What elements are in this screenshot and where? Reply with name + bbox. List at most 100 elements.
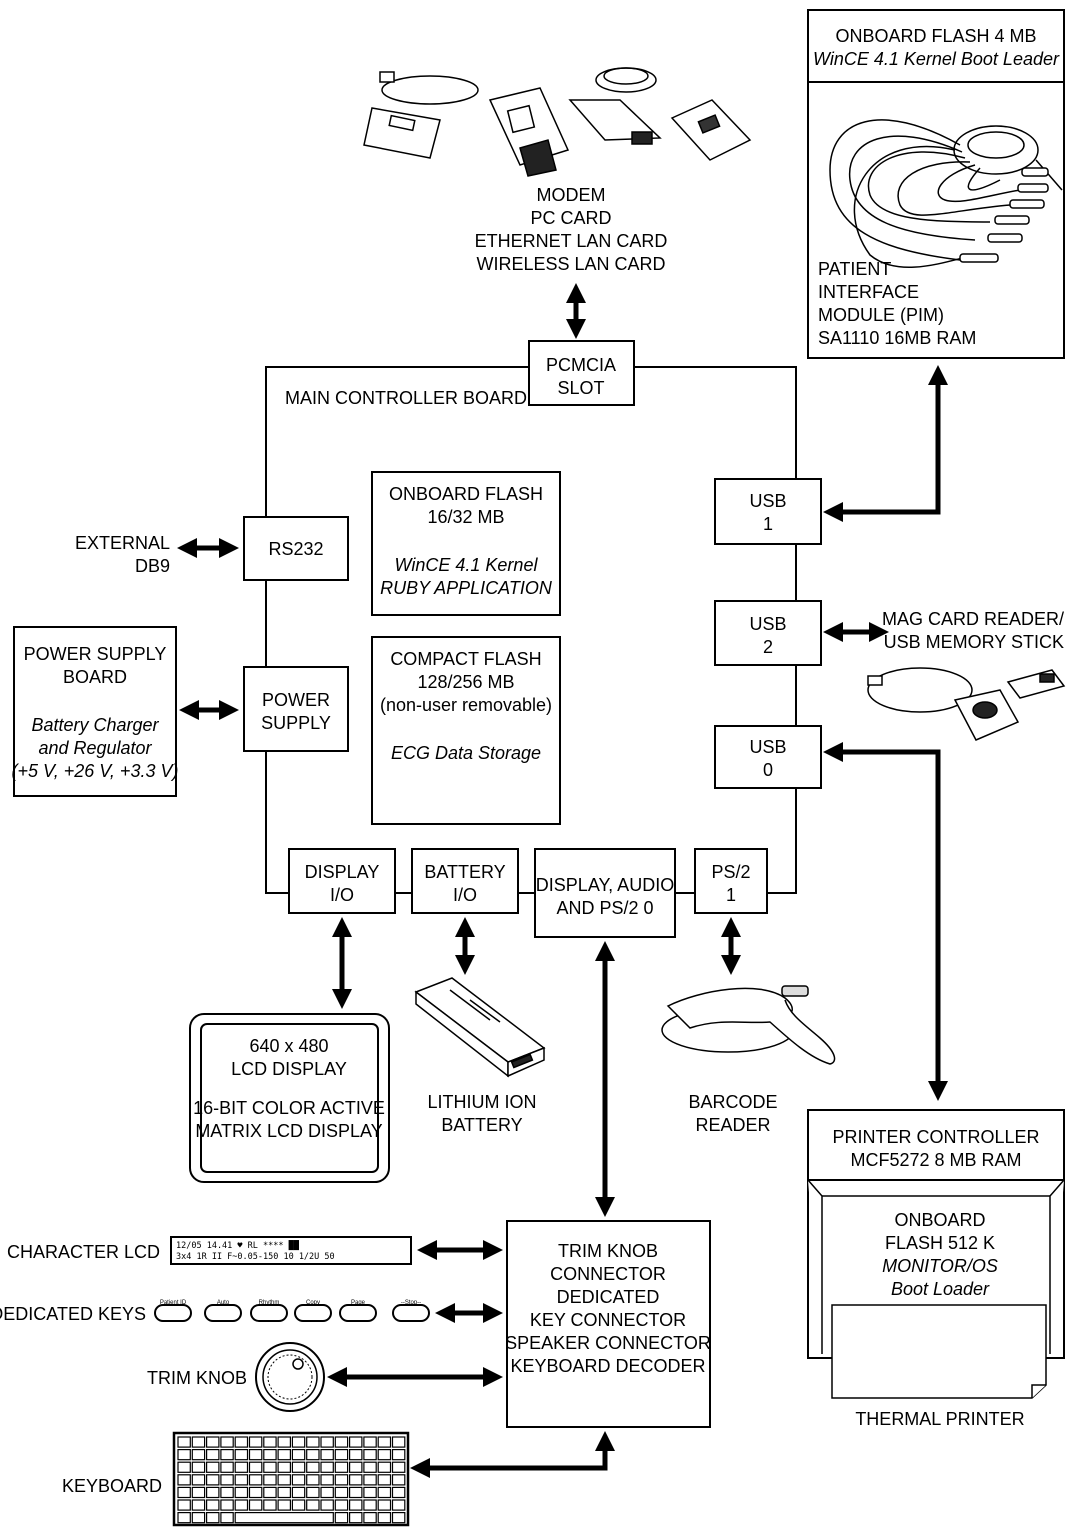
keyboard-key	[391, 1461, 406, 1473]
ps2-1-box	[694, 848, 768, 914]
keyboard-key	[377, 1436, 392, 1448]
display-audio-box	[534, 848, 676, 938]
keyboard-key	[220, 1474, 234, 1486]
character-lcd-label: CHARACTER LCD	[7, 1242, 160, 1262]
keyboard-key	[177, 1474, 191, 1486]
arrow-usb1-pim	[823, 365, 948, 522]
keyboard-key	[263, 1499, 277, 1511]
usb1-line2: 1	[763, 514, 773, 534]
printer-flash-line2: FLASH 512 K	[885, 1233, 995, 1253]
pcmcia-slot-line2: SLOT	[557, 378, 604, 398]
keyboard-key	[263, 1461, 277, 1473]
keyboard-key	[248, 1486, 263, 1499]
keyboard-key	[277, 1474, 292, 1486]
keyboard-key	[334, 1511, 349, 1524]
printer-flash-line1: ONBOARD	[894, 1210, 985, 1230]
thermal-printer-illustration	[807, 1179, 1065, 1399]
keyboard-illustration	[172, 1431, 410, 1527]
keyboard-key	[391, 1436, 406, 1448]
keyboard-key	[220, 1448, 234, 1461]
keyboard-key	[349, 1448, 363, 1461]
barcode-line1: BARCODE	[688, 1092, 777, 1112]
keyboard-key	[263, 1448, 277, 1461]
keyboard-key	[248, 1474, 263, 1486]
keyboard-key	[377, 1461, 392, 1473]
svg-text:PC CARD: PC CARD	[530, 208, 611, 228]
keyboard-key	[248, 1499, 263, 1511]
keyboard-key	[177, 1486, 191, 1499]
pim-header-line2: WinCE 4.1 Kernel Boot Leader	[813, 49, 1060, 69]
keyboard-key	[320, 1448, 334, 1461]
display-audio-line1: DISPLAY, AUDIO	[536, 875, 674, 895]
keyboard-key	[349, 1511, 363, 1524]
keyboard-key	[206, 1511, 220, 1524]
ps2-1-line1: PS/2	[711, 862, 750, 882]
rs232-box	[243, 516, 349, 581]
arrow-usb0-printer	[823, 742, 948, 1101]
lcd-display-line1: 640 x 480	[249, 1036, 328, 1056]
key-page	[339, 1304, 377, 1322]
keyboard-key	[234, 1461, 249, 1473]
key-stop	[392, 1304, 430, 1322]
keyboard-key	[306, 1448, 320, 1461]
keyboard-key	[206, 1448, 220, 1461]
svg-text:WIRELESS LAN CARD: WIRELESS LAN CARD	[476, 254, 665, 274]
keyboard-spacebar	[234, 1511, 334, 1524]
keyboard-key	[291, 1448, 306, 1461]
keyboard-key	[177, 1511, 191, 1524]
display-io-box	[288, 848, 396, 914]
pim-label-line1: PATIENT	[818, 259, 891, 279]
keyboard-key	[191, 1474, 206, 1486]
printer-controller-line2: MCF5272 8 MB RAM	[850, 1150, 1021, 1170]
onboard-flash-line3: WinCE 4.1 Kernel	[395, 555, 539, 575]
keyboard-key	[277, 1461, 292, 1473]
keyboard-key	[320, 1499, 334, 1511]
keyboard-key	[349, 1461, 363, 1473]
key-patient-id-label: Patient ID	[160, 1300, 187, 1306]
usb2-line1: USB	[749, 614, 786, 634]
usb1-line1: USB	[749, 491, 786, 511]
key-page-label: Page	[351, 1300, 366, 1306]
battery-io-line2: I/O	[453, 885, 477, 905]
keyboard-key	[349, 1474, 363, 1486]
character-lcd-panel	[170, 1236, 412, 1265]
keyboard-key	[391, 1448, 406, 1461]
keyboard-key	[291, 1486, 306, 1499]
trim-box-line5: SPEAKER CONNECTOR	[505, 1333, 711, 1353]
compact-flash-line2: 128/256 MB	[417, 672, 514, 692]
keyboard-key	[220, 1499, 234, 1511]
printer-controller-line1: PRINTER CONTROLLER	[832, 1127, 1039, 1147]
usb0-box	[714, 725, 822, 789]
character-lcd-line2: 3x4 1R II F~0.05-150 10 1/2U 50	[176, 1252, 335, 1262]
keyboard-key	[177, 1436, 191, 1448]
keyboard-key	[234, 1486, 249, 1499]
keyboard-key	[234, 1448, 249, 1461]
compact-flash-line3: (non-user removable)	[380, 695, 552, 715]
usb2-line2: 2	[763, 637, 773, 657]
key-auto	[204, 1304, 242, 1322]
keyboard-key	[377, 1511, 392, 1524]
dedicated-keys-row: Patient ID Auto Rhythm Copy Page --Stop-…	[154, 1300, 430, 1322]
keyboard-key	[191, 1499, 206, 1511]
keyboard-key	[391, 1474, 406, 1486]
trim-box-line2: CONNECTOR	[550, 1264, 666, 1284]
keyboard-key	[334, 1474, 349, 1486]
keyboard-key	[291, 1499, 306, 1511]
printer-flash-line3: MONITOR/OS	[882, 1256, 998, 1276]
battery-io-box	[411, 848, 519, 914]
keyboard-key	[177, 1448, 191, 1461]
keyboard-key	[277, 1436, 292, 1448]
keyboard-key	[206, 1461, 220, 1473]
lcd-display-line3: 16-BIT COLOR ACTIVE	[193, 1098, 385, 1118]
keyboard-key	[363, 1474, 377, 1486]
keyboard-key	[220, 1486, 234, 1499]
keyboard-key	[206, 1486, 220, 1499]
onboard-flash-line1: ONBOARD FLASH	[389, 484, 543, 504]
lcd-display-line2: LCD DISPLAY	[231, 1059, 347, 1079]
compact-flash-line4: ECG Data Storage	[391, 743, 541, 763]
keyboard-key	[320, 1474, 334, 1486]
keyboard-key	[177, 1499, 191, 1511]
keyboard-key	[220, 1436, 234, 1448]
keyboard-key	[206, 1474, 220, 1486]
key-auto-label: Auto	[217, 1300, 230, 1306]
